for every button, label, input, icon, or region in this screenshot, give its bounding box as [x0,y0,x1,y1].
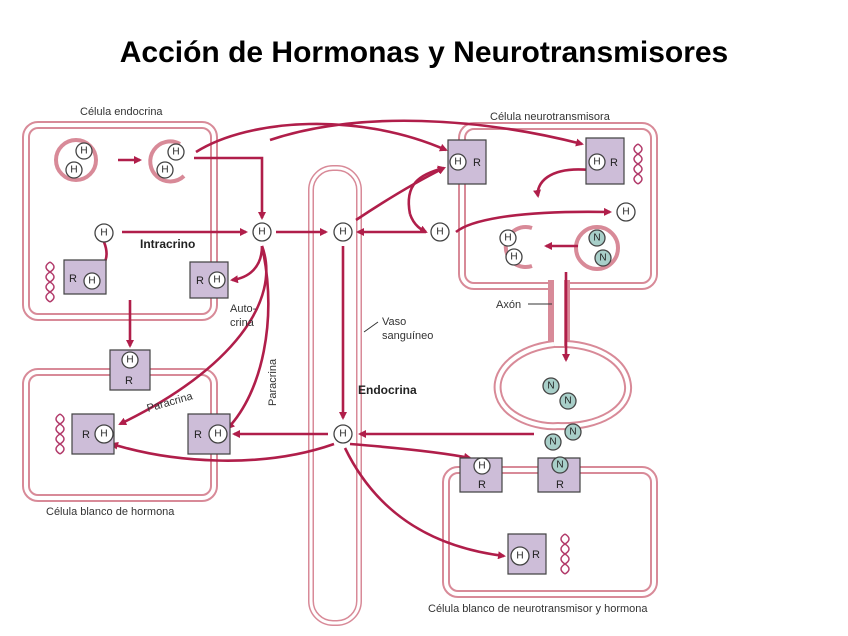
hormone-molecule: H [94,424,114,444]
svg-text:H: H [126,355,133,366]
endocrine-label: Endocrina [358,383,417,397]
dna-icon [55,413,65,455]
svg-text:R: R [125,375,133,387]
neurotransmitter-molecule: N [564,423,582,441]
hormone-molecule: H [499,229,517,247]
hormone-molecule: H [121,351,139,369]
svg-text:R: R [196,275,204,287]
hormone-molecule: H [449,153,467,171]
receptor: R [71,413,115,455]
autocrine-label-1: Auto- [230,303,257,315]
nt-hormone-target-cell-label: Célula blanco de neurotransmisor y hormo… [428,603,648,615]
svg-text:H: H [622,207,629,218]
hormone-molecule: H [83,272,101,290]
svg-text:N: N [569,427,576,438]
hormone-molecule: H [208,271,226,289]
hormone-molecule: H [94,223,114,243]
svg-text:N: N [599,253,606,264]
svg-text:H: H [593,157,600,168]
svg-text:H: H [214,429,221,440]
receptor: R [537,457,581,493]
intracrine-label: Intracrino [140,237,195,251]
hormone-molecule: H [252,222,272,242]
endocrine-cell [22,121,218,321]
svg-text:H: H [454,157,461,168]
svg-text:N: N [556,460,563,471]
blood-vessel [308,165,362,626]
svg-text:N: N [593,233,600,244]
svg-text:H: H [504,233,511,244]
endocrine-cell-label: Célula endocrina [80,106,163,118]
svg-text:N: N [549,437,556,448]
hormone-molecule: H [75,142,93,160]
hormone-molecule: H [505,248,523,266]
neurotransmitter-molecule: N [551,456,569,474]
svg-text:R: R [69,273,77,285]
neurotransmitter-molecule: N [559,392,577,410]
hormone-molecule: H [167,143,185,161]
svg-text:R: R [194,429,202,441]
axon-label: Axón [496,299,521,311]
dna-icon [560,533,570,575]
hormone-molecule: H [156,161,174,179]
svg-text:H: H [172,147,179,158]
hormone-molecule: H [333,424,353,444]
dna-icon [45,261,55,303]
signal-arrows [82,119,612,560]
hormone-molecule: H [65,161,83,179]
axon [493,280,633,431]
svg-text:H: H [100,429,107,440]
paracrine-label-1: Paracrina [146,390,195,415]
paracrine-label-2: Paracrina [267,358,279,406]
hormone-molecule: H [333,222,353,242]
svg-text:R: R [556,479,564,491]
svg-text:H: H [161,165,168,176]
neurotransmitter-molecule: N [542,377,560,395]
neurotransmitter-molecule: N [588,229,606,247]
hormone-molecule: H [208,424,228,444]
svg-text:N: N [547,381,554,392]
svg-text:N: N [564,396,571,407]
receptor: R [459,457,503,493]
svg-text:H: H [339,227,346,238]
blood-vessel-label-1: Vaso [382,316,406,328]
hormone-molecule: H [473,457,491,475]
svg-text:R: R [610,157,618,169]
page-title: Acción de Hormonas y Neurotransmisores [119,36,729,69]
svg-text:H: H [510,252,517,263]
receptor: R [109,349,151,391]
svg-text:H: H [100,228,107,239]
svg-text:H: H [436,227,443,238]
hormone-molecule: H [588,153,606,171]
autocrine-label-2: crina [230,317,255,329]
neurotransmitter-molecule: N [594,249,612,267]
svg-text:H: H [80,146,87,157]
neurotransmitter-molecule: N [544,433,562,451]
hormone-molecule: H [510,546,530,566]
svg-text:R: R [532,549,540,561]
svg-text:H: H [213,275,220,286]
dna-icon [633,143,643,185]
svg-text:R: R [478,479,486,491]
blood-vessel-label-2: sanguíneo [382,330,433,342]
svg-text:H: H [478,461,485,472]
vessel-leader-line [363,321,379,333]
svg-text:H: H [258,227,265,238]
neurotransmitter-cell-label: Célula neurotransmisora [490,111,611,123]
hormone-molecule: H [616,202,636,222]
svg-text:H: H [70,165,77,176]
svg-text:H: H [516,551,523,562]
hormone-molecule: H [430,222,450,242]
svg-text:H: H [88,276,95,287]
svg-text:H: H [339,429,346,440]
receptor: R [447,139,487,185]
svg-text:R: R [473,157,481,169]
hormone-target-cell-label: Célula blanco de hormona [46,506,175,518]
svg-text:R: R [82,429,90,441]
